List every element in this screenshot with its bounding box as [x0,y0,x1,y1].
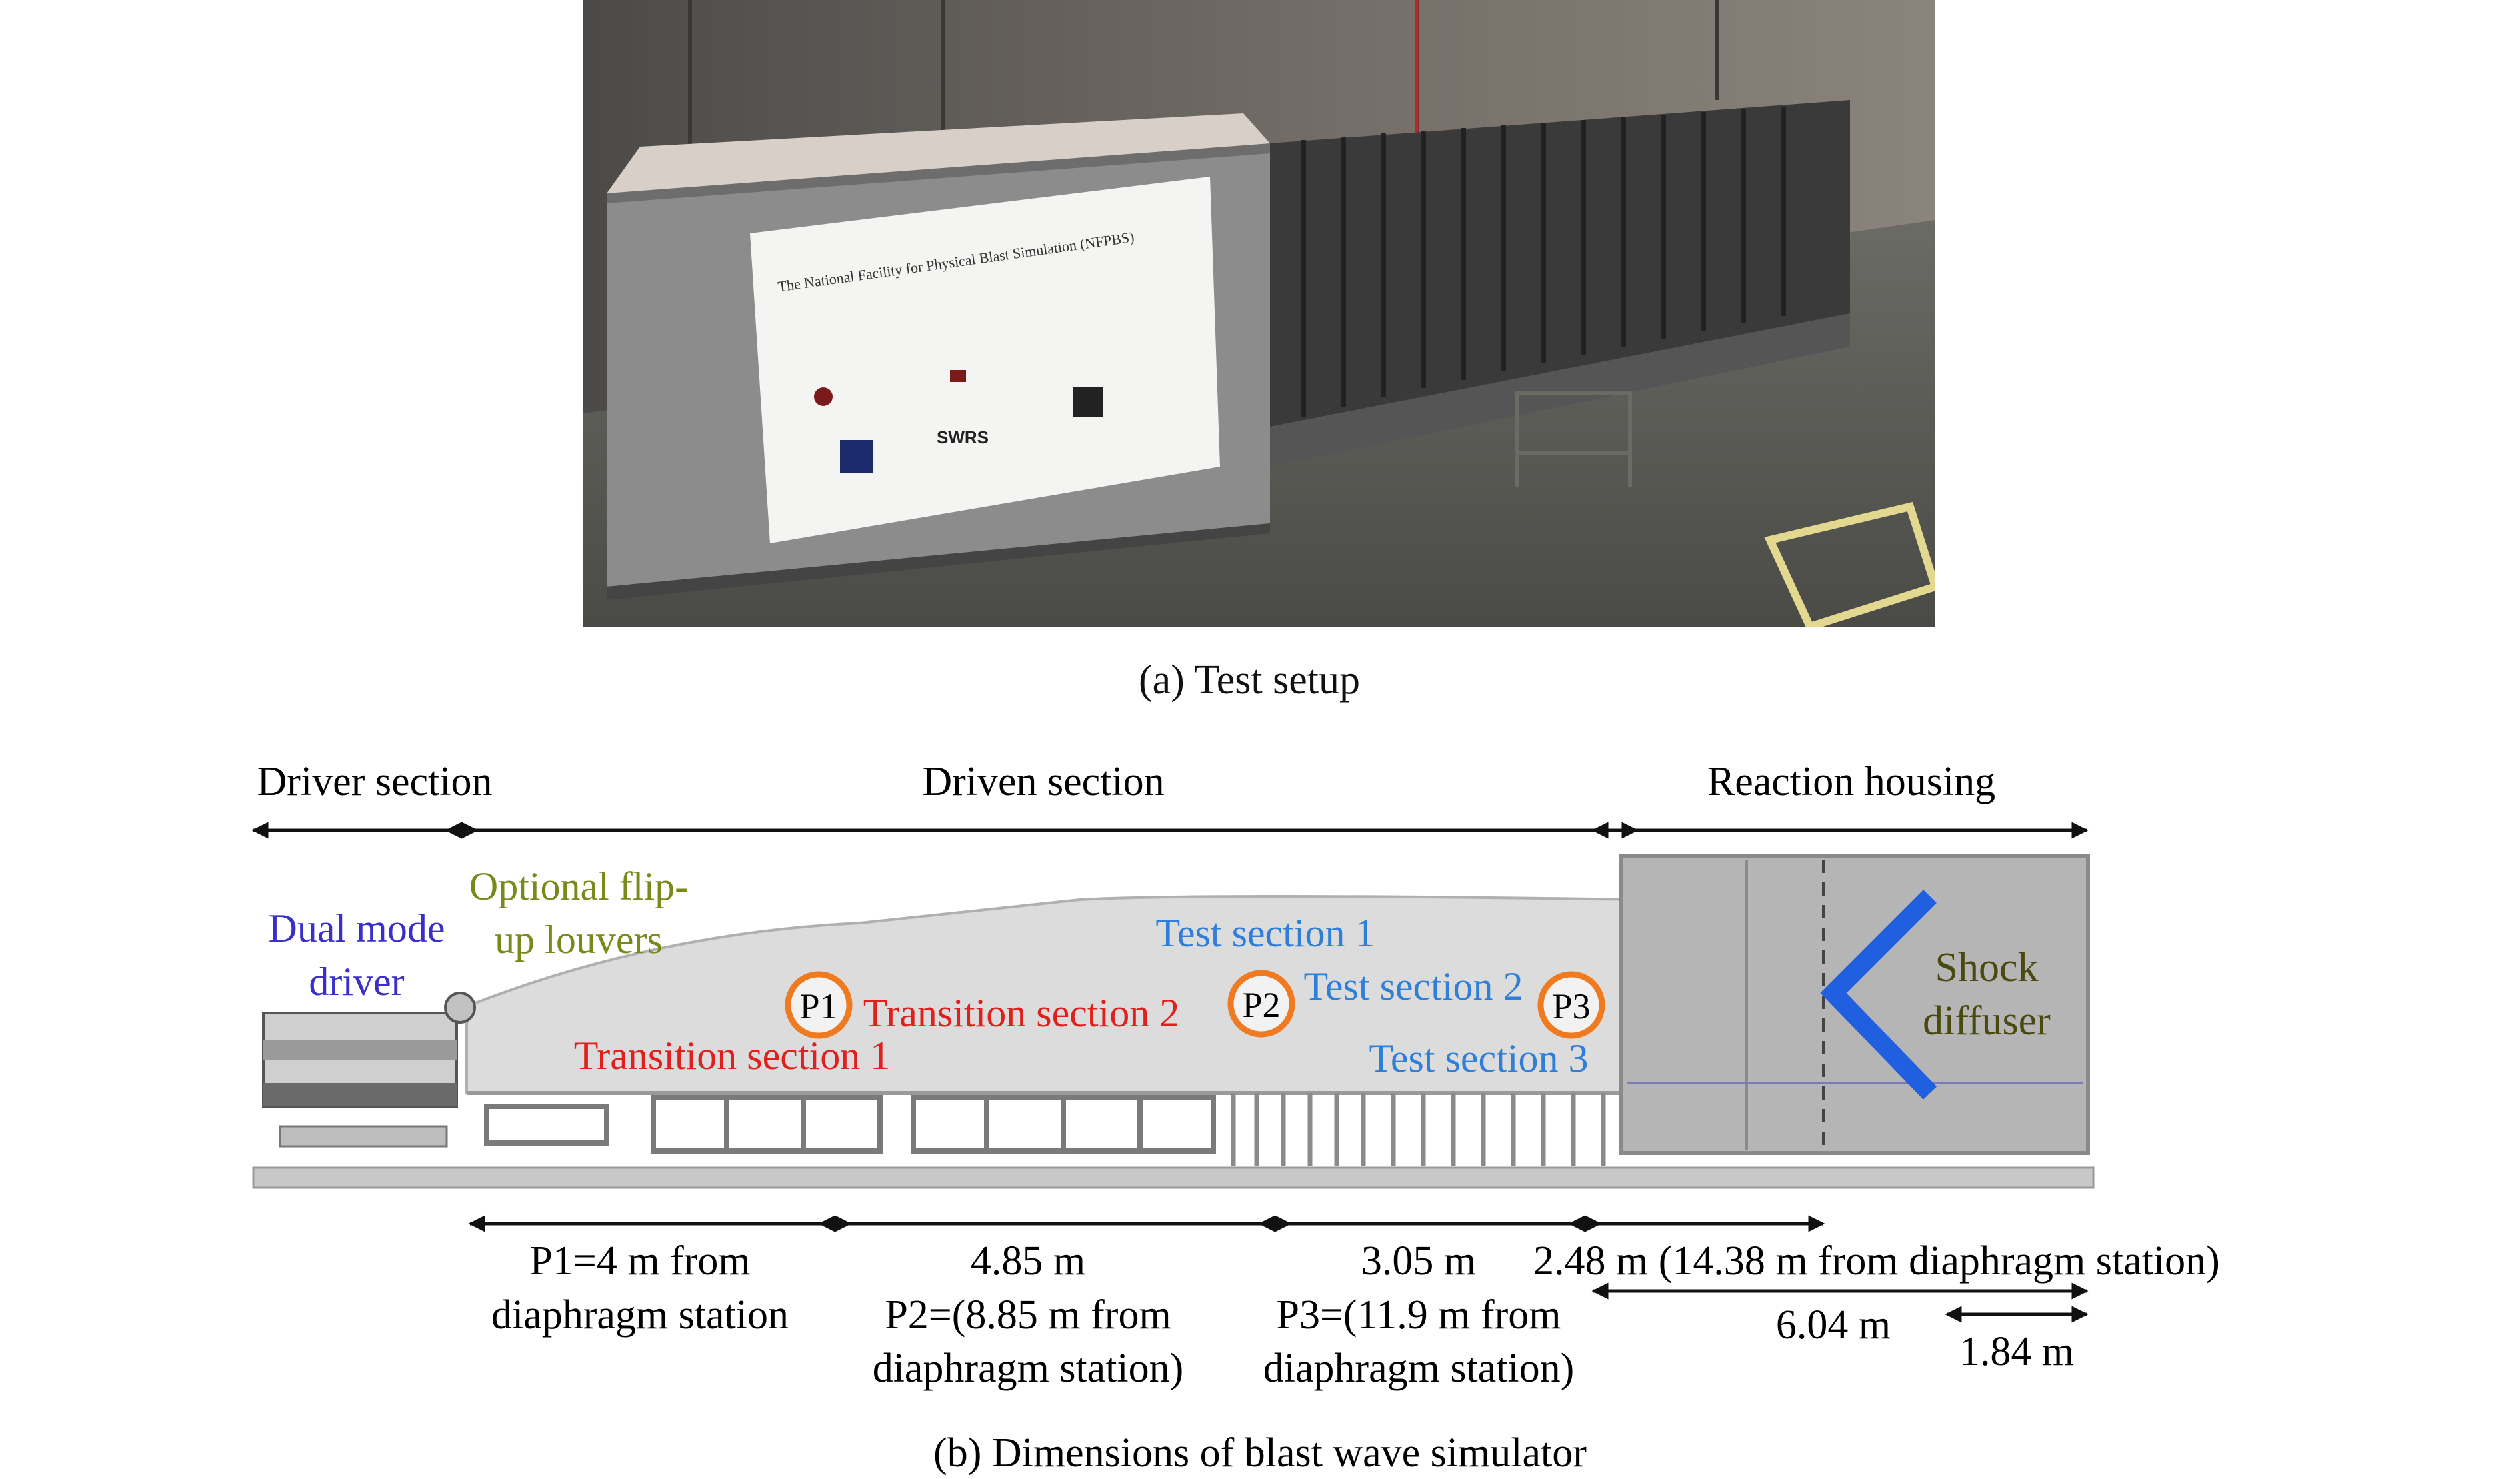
caption-a: (a) Test setup [1139,657,1360,703]
dim-2-48: 2.48 m (14.38 m from diaphragm station) [1533,1238,2220,1284]
driver-section-label: Driver section [257,759,493,804]
probe-p1: P1 [785,971,853,1039]
shock-diffuser-shape [1820,890,1937,1100]
transition-section-2-label: Transition section 2 [863,991,1179,1035]
dim-p2-line1: P2=(8.85 m from [885,1292,1171,1338]
ground-rail [252,1166,2095,1189]
cart-small [484,1104,609,1146]
driven-section-label: Driven section [922,759,1164,804]
dim-4-85: 4.85 m [971,1238,1085,1284]
dim-p1-line1: P1=4 m from [529,1238,750,1284]
dim-3-05: 3.05 m [1361,1238,1476,1284]
dim-p2-line2: diaphragm station) [873,1346,1184,1391]
transition-section-1-label: Transition section 1 [574,1034,890,1078]
probe-p3: P3 [1537,971,1605,1039]
cart-1 [651,1095,883,1154]
probe-p3-label: P3 [1552,986,1590,1026]
test-section-3-label: Test section 3 [1369,1036,1588,1080]
test-section-2-label: Test section 2 [1303,964,1523,1008]
dual-mode-driver-label-2: driver [309,960,404,1004]
louvers-label-2: up louvers [495,918,663,962]
dim-6-04: 6.04 m [1776,1302,1891,1348]
louvers-label-1: Optional flip- [469,864,688,908]
dim-p3-line2: diaphragm station) [1263,1346,1575,1391]
test-section-supports [1231,1093,1606,1166]
shock-diffuser-label-2: diffuser [1923,998,2051,1044]
dual-mode-driver-label-1: Dual mode [269,906,445,950]
test-setup-photo-drawing: The National Facility for Physical Blast… [583,0,1935,627]
dim-1-84: 1.84 m [1959,1329,2074,1374]
test-setup-photo: The National Facility for Physical Blast… [583,0,1935,627]
dim-p1-line2: diaphragm station [491,1292,789,1338]
reaction-housing-label: Reaction housing [1707,759,1995,804]
driver-cylinder [262,992,476,1148]
driven-tube [465,895,1641,1094]
probe-p2: P2 [1227,970,1295,1038]
probe-p2-label: P2 [1242,985,1280,1025]
test-section-1-label: Test section 1 [1155,911,1375,955]
probe-p1-label: P1 [799,986,837,1026]
shock-diffuser-label-1: Shock [1935,945,2039,990]
sign-logo: SWRS [937,427,989,447]
dim-p3-line1: P3=(11.9 m from [1276,1292,1561,1338]
caption-b: (b) Dimensions of blast wave simulator [933,1430,1587,1476]
